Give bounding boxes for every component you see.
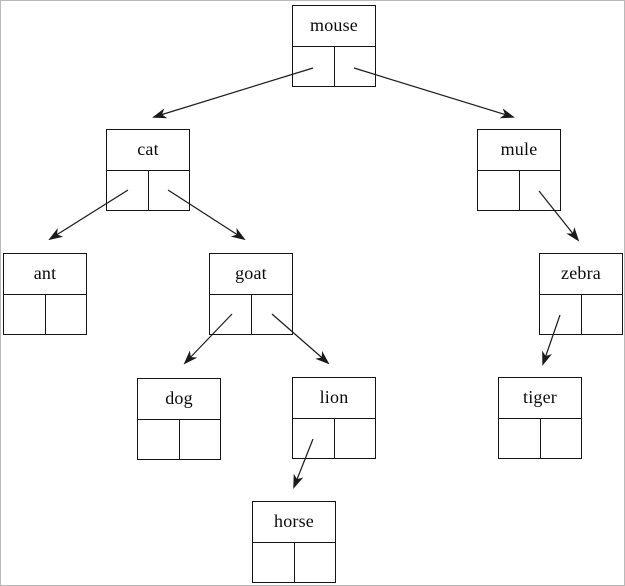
pointer-cells (138, 419, 221, 460)
tree-node-mouse: mouse (292, 5, 376, 87)
right-pointer-cell (582, 295, 623, 335)
tree-node-lion: lion (292, 377, 376, 459)
pointer-cells (499, 418, 582, 459)
node-label: dog (138, 379, 220, 420)
pointer-cells (253, 542, 336, 583)
pointer-cells (478, 170, 561, 211)
right-pointer-cell (46, 295, 87, 335)
tree-node-tiger: tiger (498, 377, 582, 459)
node-label: horse (253, 502, 335, 543)
left-pointer-cell (107, 170, 149, 210)
pointer-cells (293, 46, 376, 87)
tree-node-dog: dog (137, 378, 221, 460)
right-pointer-cell (149, 171, 190, 211)
tree-node-goat: goat (209, 253, 293, 335)
node-label: zebra (540, 254, 622, 295)
left-pointer-cell (4, 294, 46, 334)
node-label: lion (293, 378, 375, 419)
pointer-cells (540, 294, 623, 335)
edge-mouse-cat-arrow (152, 67, 314, 119)
node-label: mule (478, 130, 560, 171)
node-label: mouse (293, 6, 375, 47)
right-pointer-cell (252, 295, 293, 335)
left-pointer-cell (253, 542, 295, 582)
left-pointer-cell (138, 419, 180, 459)
pointer-cells (4, 294, 87, 335)
right-pointer-cell (295, 543, 336, 583)
node-label: cat (107, 130, 189, 171)
tree-node-mule: mule (477, 129, 561, 211)
right-pointer-cell (541, 419, 582, 459)
right-pointer-cell (335, 419, 376, 459)
edge-mouse-mule-arrow (353, 67, 515, 119)
right-pointer-cell (335, 47, 376, 87)
right-pointer-cell (520, 171, 561, 211)
left-pointer-cell (499, 418, 541, 458)
pointer-cells (210, 294, 293, 335)
tree-node-horse: horse (252, 501, 336, 583)
left-pointer-cell (293, 46, 335, 86)
tree-node-cat: cat (106, 129, 190, 211)
tree-node-ant: ant (3, 253, 87, 335)
pointer-cells (293, 418, 376, 459)
node-label: goat (210, 254, 292, 295)
right-pointer-cell (180, 420, 221, 460)
left-pointer-cell (210, 294, 252, 334)
node-label: tiger (499, 378, 581, 419)
pointer-cells (107, 170, 190, 211)
node-label: ant (4, 254, 86, 295)
left-pointer-cell (478, 170, 520, 210)
tree-node-zebra: zebra (539, 253, 623, 335)
left-pointer-cell (540, 294, 582, 334)
left-pointer-cell (293, 418, 335, 458)
